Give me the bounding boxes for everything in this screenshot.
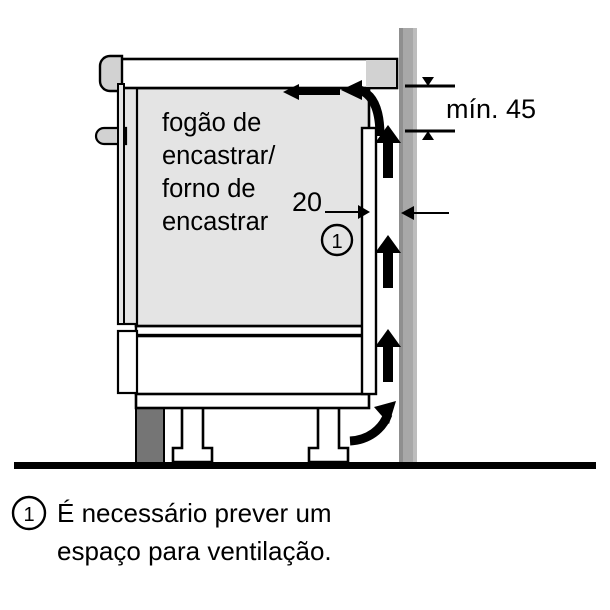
dimension-min-45-arrow-up	[422, 131, 434, 166]
dimension-gap-20-label: 20	[292, 187, 322, 217]
callout-1-diagram: 1	[320, 223, 354, 257]
airflow-arrow-curved-top	[341, 80, 385, 137]
leg-left	[171, 404, 214, 464]
appliance-base-separator	[134, 324, 371, 337]
callout-1-diagram-number: 1	[331, 231, 342, 253]
cabinet-right-panel	[360, 126, 378, 396]
wall-body	[399, 28, 417, 468]
leg-right	[307, 404, 350, 464]
appliance-label: fogão de encastrar/ forno de encastrar	[162, 109, 276, 236]
airflow-arrow-up-2	[375, 235, 401, 288]
plinth-block	[135, 405, 165, 464]
caption-line-1: É necessário prever um	[57, 498, 332, 528]
appliance-body	[134, 86, 371, 328]
caption-line-2: espaço para ventilação.	[57, 536, 332, 566]
appliance-label-line-2: encastrar/	[162, 142, 276, 170]
cabinet-front-edge	[117, 83, 125, 325]
countertop-right-cap	[366, 60, 396, 87]
cabinet-left-panel-lower	[116, 329, 139, 395]
appliance-label-line-1: fogão de	[162, 109, 261, 137]
airflow-arrow-horizontal	[283, 84, 340, 100]
cabinet-legs	[171, 404, 350, 464]
airflow-arrows-vertical	[375, 125, 401, 382]
wall-right-shade	[413, 28, 417, 468]
dimension-gap-20-arrow-left	[401, 206, 449, 220]
airflow-arrow-curved-bottom	[349, 401, 396, 446]
countertop-group	[98, 54, 399, 93]
dimension-min-45: mín. 45	[405, 51, 536, 166]
floor-line	[14, 462, 596, 469]
caption-marker-number: 1	[23, 504, 34, 526]
caption-block: 1 É necessário prever um espaço para ven…	[11, 495, 332, 566]
countertop-left-nose	[98, 54, 124, 93]
airflow-arrow-up-1	[375, 125, 401, 178]
dimension-min-45-arrow-down	[422, 51, 434, 86]
appliance-label-line-3: forno de	[162, 175, 256, 203]
wall-group	[399, 28, 417, 468]
lower-compartment	[134, 334, 371, 396]
dimension-gap-20-arrow-right	[325, 205, 370, 219]
callout-1-diagram-circle	[320, 223, 354, 257]
dimension-gap-20: 20	[292, 187, 449, 220]
wall-left-shade	[399, 28, 403, 468]
airflow-arrow-up-3	[375, 329, 401, 382]
appliance-label-line-4: encastrar	[162, 208, 269, 236]
caption-marker-circle	[11, 495, 47, 531]
dimension-min-45-label: mín. 45	[446, 94, 536, 124]
